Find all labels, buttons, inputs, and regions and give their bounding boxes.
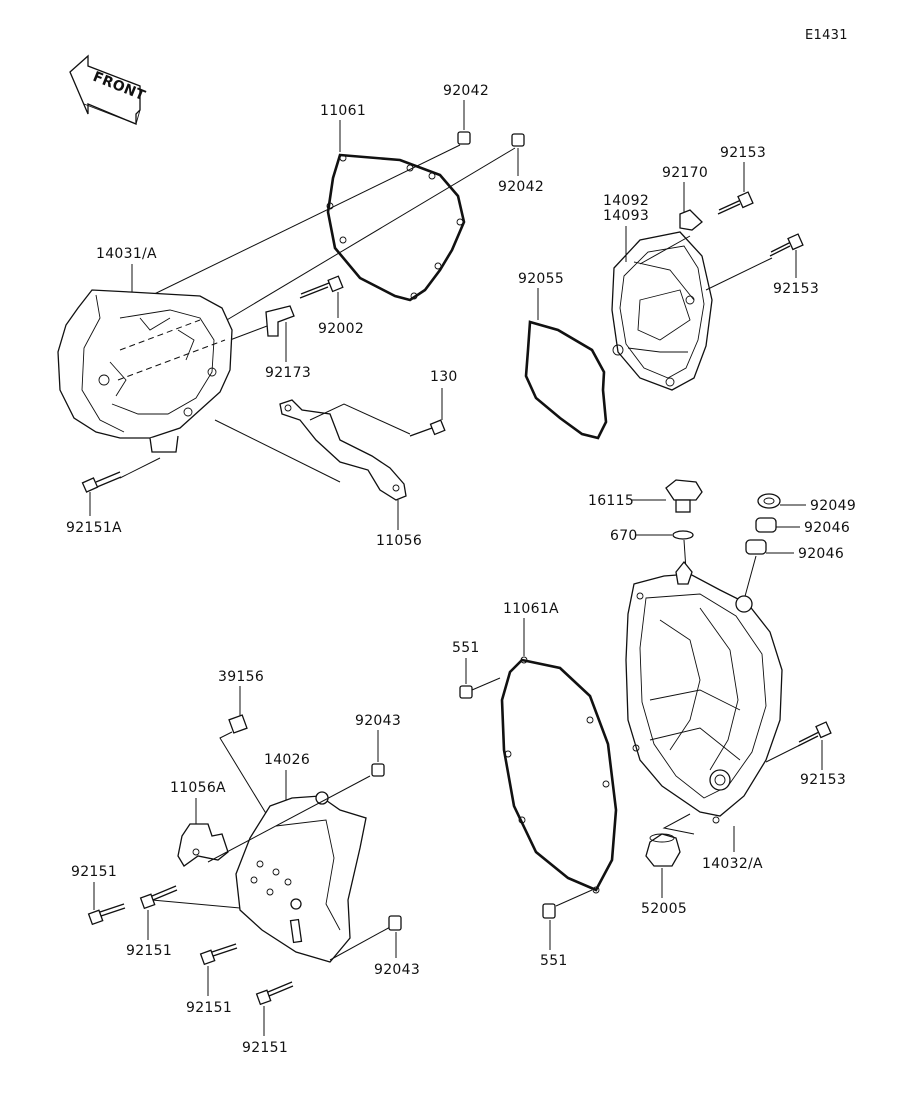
nut-39156[interactable] [219, 714, 271, 821]
part-label-14032: 14032/A [702, 856, 763, 872]
part-label-92151-c: 92151 [186, 1000, 232, 1016]
leader-line [705, 257, 773, 291]
part-label-92055: 92055 [518, 271, 564, 287]
o-ring-670[interactable] [672, 530, 694, 540]
part-label-92002: 92002 [318, 321, 364, 337]
generator-cover-14031[interactable] [57, 289, 233, 453]
part-label-551-lower: 551 [540, 953, 568, 969]
gasket-92055[interactable] [524, 320, 608, 440]
plug-52005[interactable] [645, 813, 695, 867]
part-label-92046-upper: 92046 [804, 520, 850, 536]
part-label-92042-upper: 92042 [443, 83, 489, 99]
gasket-11061[interactable] [326, 153, 466, 302]
part-label-11056: 11056 [376, 533, 422, 549]
part-label-92151-b: 92151 [126, 943, 172, 959]
part-label-130: 130 [430, 369, 458, 385]
clutch-cover-14032[interactable] [625, 560, 783, 824]
part-label-92151A: 92151A [66, 520, 122, 536]
part-label-11061: 11061 [320, 103, 366, 119]
part-label-92153-upper: 92153 [720, 145, 766, 161]
leader-line [639, 235, 691, 265]
bolt-92002[interactable] [299, 275, 344, 299]
leader-line [743, 555, 757, 601]
part-label-92173: 92173 [265, 365, 311, 381]
part-label-92151-d: 92151 [242, 1040, 288, 1056]
dowel-92042-lower[interactable] [511, 133, 525, 147]
bolt-130[interactable] [309, 403, 446, 437]
part-label-92042-lower: 92042 [498, 179, 544, 195]
leader-line [151, 899, 241, 909]
part-label-92153-lower: 92153 [800, 772, 846, 788]
leader-line [141, 144, 461, 301]
dowel-92043-upper[interactable] [371, 763, 385, 777]
callouts: 11061 92042 92042 14031/A 92002 92173 92… [66, 83, 856, 1056]
leader-line [119, 457, 161, 479]
bolt-92153-right[interactable] [769, 233, 804, 257]
part-label-551-upper: 551 [452, 640, 480, 656]
bolt-92151-c[interactable] [199, 943, 238, 966]
dowel-92042-upper[interactable] [457, 131, 471, 145]
leader-line [207, 775, 371, 863]
oil-seal-92049[interactable] [757, 493, 781, 509]
bolt-92153-upper[interactable] [717, 191, 754, 215]
part-label-670: 670 [610, 528, 638, 544]
front-arrow-icon: FRONT [69, 54, 148, 125]
part-label-92151-a: 92151 [71, 864, 117, 880]
bolt-92151A[interactable] [81, 471, 122, 493]
part-label-11061A: 11061A [503, 601, 559, 617]
clamp-92173[interactable] [265, 305, 295, 337]
dowel-551-upper[interactable] [459, 677, 501, 699]
dowel-92043-lower[interactable] [388, 915, 402, 931]
bracket-11056A[interactable] [177, 823, 229, 867]
part-label-92153-right: 92153 [773, 281, 819, 297]
part-label-52005: 52005 [641, 901, 687, 917]
part-label-14026: 14026 [264, 752, 310, 768]
cover-14092[interactable] [611, 231, 713, 391]
needle-bearing-92046-upper[interactable] [755, 517, 777, 533]
leader-line [209, 147, 516, 331]
part-label-92049: 92049 [810, 498, 856, 514]
dowel-551-lower[interactable] [542, 889, 593, 919]
bolt-92151-b[interactable] [139, 885, 178, 910]
bolt-92153-lower[interactable] [765, 721, 832, 763]
leader-line [214, 419, 341, 483]
part-label-92046-lower: 92046 [798, 546, 844, 562]
part-label-14093: 14093 [603, 208, 649, 224]
sprocket-cover-14026[interactable] [235, 791, 367, 963]
bolt-92151-d[interactable] [255, 981, 294, 1006]
gasket-11061A[interactable] [500, 656, 618, 894]
diagram-code: E1431 [805, 28, 848, 43]
part-label-16115: 16115 [588, 493, 634, 509]
leader-line [329, 925, 393, 961]
part-label-92170: 92170 [662, 165, 708, 181]
part-label-39156: 39156 [218, 669, 264, 685]
part-label-11056A: 11056A [170, 780, 226, 796]
bracket-11056[interactable] [279, 399, 407, 501]
part-label-92043-upper: 92043 [355, 713, 401, 729]
part-label-14092: 14092 [603, 193, 649, 209]
clamp-92170[interactable] [679, 209, 703, 231]
oil-filler-cap-16115[interactable] [665, 479, 703, 513]
part-label-14031: 14031/A [96, 246, 157, 262]
needle-bearing-92046-lower[interactable] [745, 539, 767, 555]
bolt-92151-a[interactable] [87, 903, 126, 926]
part-label-92043-lower: 92043 [374, 962, 420, 978]
